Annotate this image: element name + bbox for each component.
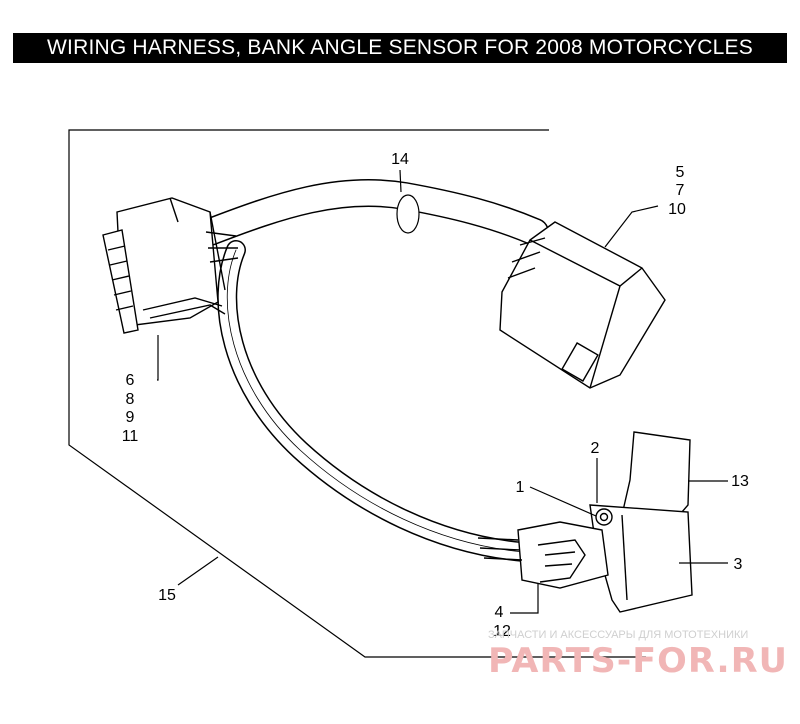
callout-10: 10	[668, 201, 686, 218]
callout-8: 8	[126, 391, 135, 408]
callout-11: 11	[122, 428, 139, 445]
callout-2: 2	[591, 440, 600, 457]
group-bracket	[68, 129, 646, 658]
callout-1: 1	[516, 479, 525, 496]
harness-cables	[196, 178, 549, 562]
diagram-title: WIRING HARNESS, BANK ANGLE SENSOR FOR 20…	[13, 33, 787, 63]
callout-9: 9	[126, 409, 135, 426]
callout-12: 12	[493, 623, 511, 640]
bank-angle-sensor	[477, 431, 693, 613]
leader-lines	[157, 169, 728, 614]
right-connector	[499, 221, 666, 389]
callout-6: 6	[126, 372, 135, 389]
callout-13: 13	[731, 473, 749, 490]
watermark-tagline: ЗАПЧАСТИ И АКСЕССУАРЫ ДЛЯ МОТОТЕХНИКИ	[488, 629, 748, 641]
callout-5: 5	[676, 164, 685, 181]
watermark-brand: PARTS-FOR.RU	[488, 641, 788, 681]
callout-15: 15	[158, 587, 176, 604]
watermark: ЗАПЧАСТИ И АКСЕССУАРЫ ДЛЯ МОТОТЕХНИКИ PA…	[488, 629, 788, 681]
callout-3: 3	[734, 556, 743, 573]
callout-labels: 14 5 7 10 6 8 9 11 2 1 13 3 15 4 12	[122, 151, 749, 640]
callout-4: 4	[495, 604, 504, 621]
callout-14: 14	[391, 151, 409, 168]
callout-7: 7	[676, 182, 685, 199]
left-connector	[102, 197, 239, 334]
